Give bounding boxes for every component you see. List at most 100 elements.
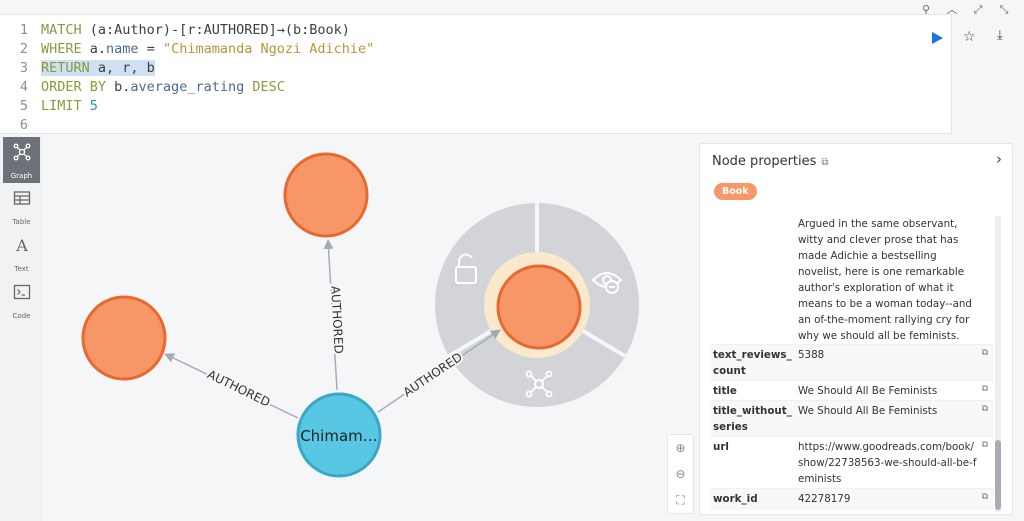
code-token: RETURN: [41, 60, 90, 76]
copy-icon[interactable]: ⧉: [981, 492, 988, 502]
sidebar-item-code[interactable]: Code: [3, 277, 40, 323]
code-token: ORDER BY: [41, 79, 115, 95]
description-value: Argued in the same observant, witty and …: [798, 218, 972, 342]
property-row: work_id 42278179 ⧉: [710, 488, 994, 510]
node-properties-panel: Node properties ⧉ › Book Argued in the sa…: [699, 143, 1013, 515]
author-node[interactable]: [296, 392, 382, 478]
property-value: We Should All Be Feminists: [798, 405, 938, 417]
sidebar-item-label: Text: [14, 265, 29, 273]
view-sidebar: Graph Table A Text Code: [0, 137, 42, 521]
book-node[interactable]: [81, 295, 167, 381]
fit-view-icon[interactable]: ⛶: [676, 493, 685, 507]
line-number: 5: [19, 98, 28, 114]
copy-icon[interactable]: ⧉: [981, 348, 988, 358]
code-icon: [13, 284, 30, 300]
expand-relationships-icon[interactable]: [525, 370, 553, 398]
panel-scrollbar-thumb[interactable]: [995, 440, 1001, 510]
property-row: title_without_series We Should All Be Fe…: [710, 400, 994, 436]
zoom-controls: ⊕ ⊖ ⛶: [667, 434, 694, 514]
panel-title-text: Node properties: [712, 154, 817, 169]
copy-icon[interactable]: ⧉: [981, 404, 988, 414]
property-row: text_reviews_count 5388 ⧉: [710, 344, 994, 380]
property-row: url https://www.goodreads.com/book/show/…: [710, 436, 994, 488]
expand-icon[interactable]: ⤢: [973, 3, 983, 16]
sidebar-item-label: Code: [12, 312, 31, 320]
run-button[interactable]: [930, 31, 944, 45]
book-node[interactable]: [283, 152, 369, 238]
graph-icon: [13, 143, 30, 161]
code-token: =: [138, 41, 163, 57]
property-key: title_without_series: [713, 405, 792, 433]
code-line[interactable]: 2 WHERE a.name = "Chimamanda Ngozi Adichi…: [0, 40, 374, 59]
relationship-edge[interactable]: [323, 239, 338, 391]
code-token: 5: [89, 98, 98, 114]
code-token: MATCH: [41, 22, 90, 38]
copy-icon[interactable]: ⧉: [821, 157, 829, 168]
sidebar-item-table[interactable]: Table: [3, 183, 40, 229]
label-badge[interactable]: Book: [714, 183, 757, 200]
code-line[interactable]: 6: [0, 116, 41, 135]
collapse-icon[interactable]: ︿: [946, 3, 958, 16]
code-token: name: [106, 41, 139, 57]
code-token: WHERE: [41, 41, 90, 57]
code-token: LIMIT: [41, 98, 90, 114]
window-controls: ⚲ ︿ ⤢ ⤡: [920, 4, 1010, 16]
code-token: a.: [89, 41, 107, 57]
line-number: 2: [19, 41, 28, 57]
relationship-edge[interactable]: [164, 353, 299, 419]
code-line[interactable]: 1 MATCH (a:Author)-[r:AUTHORED]→(b:Book): [0, 21, 350, 40]
line-number: 1: [19, 22, 28, 38]
line-number: 6: [19, 117, 28, 133]
pin-icon[interactable]: ⚲: [921, 3, 931, 16]
author-node-label: Chimam…: [300, 427, 378, 445]
sidebar-item-graph[interactable]: Graph: [3, 137, 40, 183]
property-key: text_reviews_count: [713, 349, 792, 377]
code-token: (a:Author)-[r:AUTHORED]→(b:Book): [89, 22, 350, 38]
code-line[interactable]: 3 RETURN a, r, b: [0, 59, 155, 78]
zoom-out-icon[interactable]: ⊖: [675, 467, 686, 481]
properties-list: Argued in the same observant, witty and …: [710, 216, 994, 512]
sidebar-item-text[interactable]: A Text: [3, 230, 40, 276]
code-line[interactable]: 4 ORDER BY b.average_rating DESC: [0, 78, 285, 97]
download-button[interactable]: ⤓: [997, 28, 1003, 43]
property-value: We Should All Be Feminists: [798, 385, 938, 397]
relationship-label: AUTHORED: [205, 367, 272, 409]
property-row: title We Should All Be Feminists ⧉: [710, 380, 994, 400]
code-token: "Chimamanda Ngozi Adichie": [162, 41, 375, 57]
code-token: average_rating: [130, 79, 245, 95]
book-node-selected[interactable]: [496, 264, 582, 350]
panel-scrollbar[interactable]: [995, 216, 1001, 512]
property-key: url: [713, 441, 729, 453]
fullscreen-icon[interactable]: ⤡: [999, 3, 1009, 16]
line-number: 3: [19, 60, 28, 76]
copy-icon[interactable]: ⧉: [981, 384, 988, 394]
copy-icon[interactable]: ⧉: [981, 440, 988, 450]
relationship-edge[interactable]: [377, 329, 501, 413]
text-icon: A: [15, 236, 28, 254]
line-number: 4: [19, 79, 28, 95]
relationship-label: AUTHORED: [401, 350, 465, 400]
zoom-in-icon[interactable]: ⊕: [675, 441, 686, 455]
property-value: https://www.goodreads.com/book/show/2273…: [798, 441, 977, 485]
favorite-button[interactable]: ☆: [963, 29, 976, 45]
hide-icon[interactable]: [591, 272, 623, 294]
property-key: title: [713, 385, 737, 397]
relationship-label: AUTHORED: [328, 285, 346, 354]
code-token: b.: [114, 79, 131, 95]
unlock-icon[interactable]: [455, 253, 477, 284]
sidebar-item-label: Graph: [10, 172, 33, 180]
play-icon: [932, 32, 943, 44]
graph-canvas[interactable]: AUTHORED AUTHORED AUTHORED Chimam…: [42, 137, 702, 521]
property-value: 42278179: [798, 493, 851, 505]
svg-text:A: A: [15, 236, 28, 254]
property-key: work_id: [713, 493, 758, 505]
collapse-panel-icon[interactable]: ›: [996, 150, 1002, 168]
sidebar-item-label: Table: [12, 218, 31, 226]
code-token: DESC: [244, 79, 285, 95]
query-editor[interactable]: 1 MATCH (a:Author)-[r:AUTHORED]→(b:Book) 2…: [0, 14, 952, 134]
property-value: 5388: [798, 349, 825, 361]
panel-title: Node properties ⧉: [712, 154, 829, 169]
code-token: a, r, b: [89, 60, 155, 76]
table-icon: [13, 191, 30, 205]
